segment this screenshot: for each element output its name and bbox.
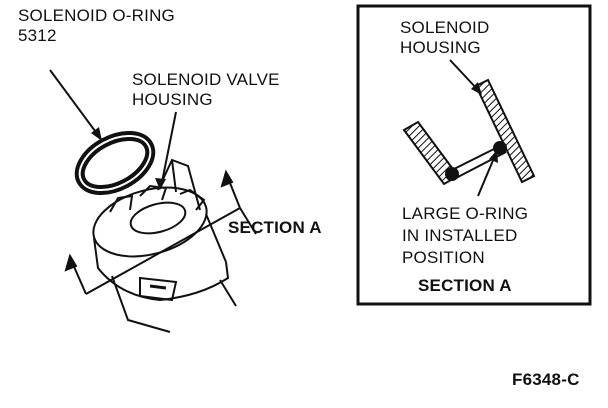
- section-cut-line: [64, 169, 257, 295]
- figure-id: F6348-C: [512, 370, 580, 389]
- large-oring-label-line1: LARGE O-RING: [402, 204, 529, 223]
- inset-oring-leader: [477, 150, 498, 197]
- solenoid-valve-housing: [92, 158, 237, 333]
- inset-housing-label-line2: HOUSING: [400, 38, 481, 57]
- section-a-inset-frame: [356, 4, 592, 306]
- valve-housing-label-line1: SOLENOID VALVE: [132, 70, 280, 89]
- inset-solenoid-housing-wall: [474, 78, 536, 184]
- large-oring-label-line2: IN INSTALLED: [402, 226, 518, 245]
- inset-housing-label-line1: SOLENOID: [400, 18, 490, 37]
- large-oring-label-line3: POSITION: [402, 248, 485, 267]
- oring-label-name: SOLENOID O-RING: [18, 6, 175, 25]
- oring-part-number: 5312: [18, 26, 57, 45]
- valve-housing-label-line2: HOUSING: [132, 90, 213, 109]
- valve-housing-leader-arrow: [155, 111, 177, 190]
- section-a-callout: SECTION A: [228, 218, 322, 237]
- solenoid-oring: [74, 130, 156, 196]
- inset-housing-leader: [449, 59, 482, 95]
- oring-leader-arrow: [49, 69, 102, 141]
- inset-title: SECTION A: [418, 276, 512, 295]
